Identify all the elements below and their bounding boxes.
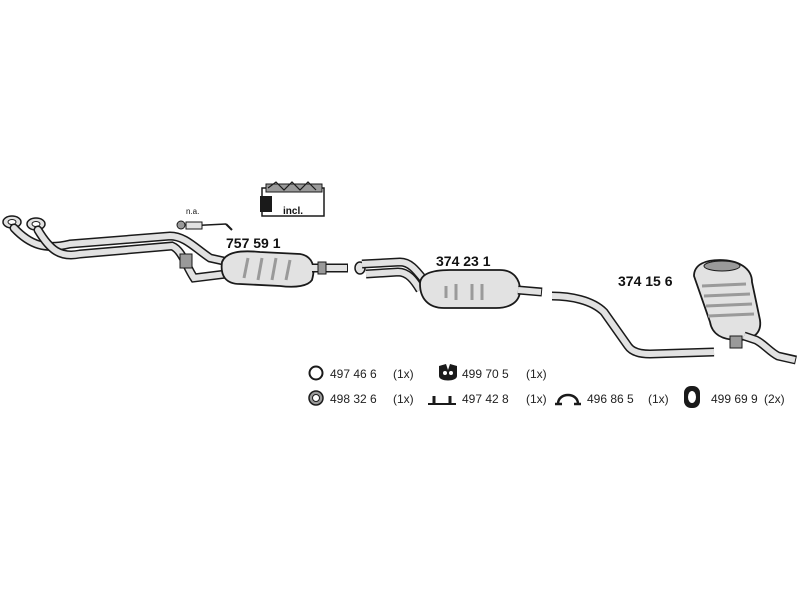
svg-text:498 32 6: 498 32 6 <box>330 392 377 406</box>
center-muffler-body <box>419 269 521 309</box>
rear-muffler-body <box>693 259 762 341</box>
parts-legend: 497 46 6 (1x) 499 70 5 (1x) 498 32 6 (1x… <box>308 364 785 408</box>
part-item[interactable]: 499 69 9 (2x) <box>684 386 785 408</box>
part-item[interactable]: 499 70 5 (1x) <box>439 364 547 381</box>
mounting-bracket-icon <box>428 396 456 405</box>
svg-text:497 42 8: 497 42 8 <box>462 392 509 406</box>
svg-text:499 69 9: 499 69 9 <box>711 392 758 406</box>
svg-text:496 86 5: 496 86 5 <box>587 392 634 406</box>
svg-text:(2x): (2x) <box>764 392 785 406</box>
svg-text:(1x): (1x) <box>648 392 669 406</box>
pipe-clamp-icon <box>555 393 581 406</box>
rear-muffler-assembly[interactable] <box>551 259 797 365</box>
rubber-mount-icon <box>684 386 700 408</box>
svg-text:499 70 5: 499 70 5 <box>462 367 509 381</box>
front-flange-left <box>2 215 46 231</box>
part-item[interactable]: 496 86 5 (1x) <box>555 392 669 406</box>
rubber-hanger-icon <box>439 364 457 381</box>
part-item[interactable]: 497 46 6 (1x) <box>308 365 414 382</box>
svg-text:(1x): (1x) <box>393 367 414 381</box>
o-ring-icon <box>308 365 324 381</box>
svg-text:(1x): (1x) <box>526 392 547 406</box>
catalytic-converter <box>220 250 315 288</box>
center-muffler-assembly[interactable] <box>354 257 543 309</box>
svg-text:497 46 6: 497 46 6 <box>330 367 377 381</box>
front-pipe-assembly[interactable] <box>2 215 348 288</box>
svg-text:(1x): (1x) <box>526 367 547 381</box>
mounting-kit-box-icon <box>260 181 325 217</box>
front-pipe-part-number: 757 59 1 <box>226 235 281 251</box>
center-muffler-part-number: 374 23 1 <box>436 253 491 269</box>
svg-text:(1x): (1x) <box>393 392 414 406</box>
oxygen-sensor <box>176 220 233 231</box>
sealing-ring-icon <box>308 390 324 406</box>
part-item[interactable]: 497 42 8 (1x) <box>428 392 547 406</box>
kit-badge: incl. <box>283 206 303 217</box>
sensor-note: n.a. <box>186 207 199 216</box>
rear-muffler-part-number: 374 15 6 <box>618 273 673 289</box>
part-item[interactable]: 498 32 6 (1x) <box>308 390 414 406</box>
